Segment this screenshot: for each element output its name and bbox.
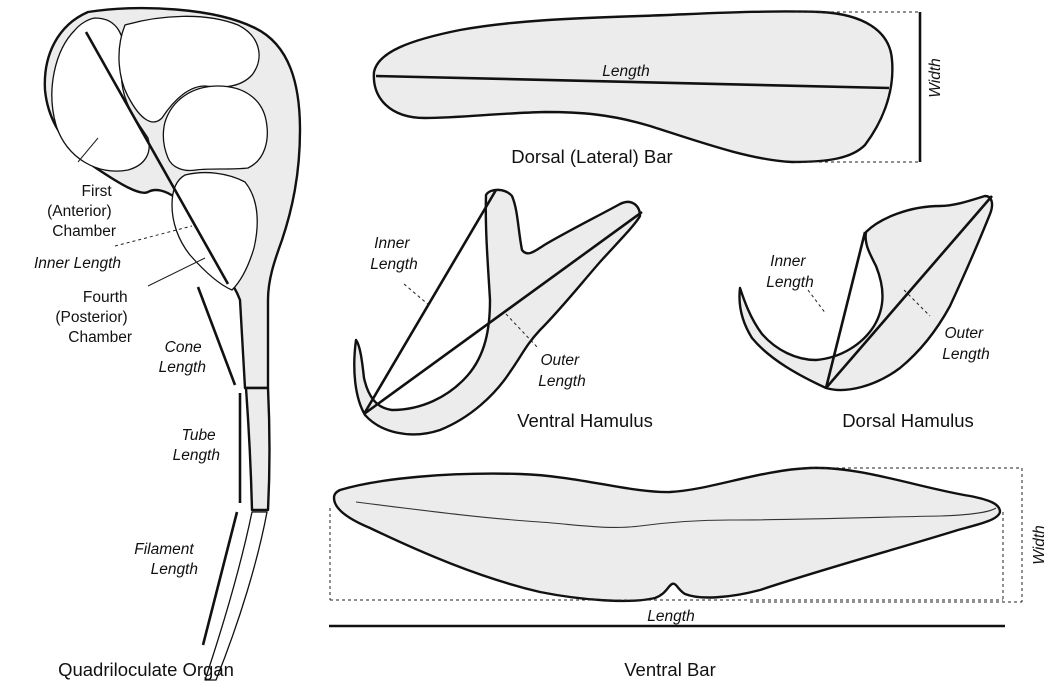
organ-tube — [246, 388, 270, 510]
dorsal-hamulus: Inner Length Outer Length Dorsal Hamulus — [740, 196, 993, 431]
quadriloculate-organ: First (Anterior) Chamber Inner Length Fo… — [34, 8, 300, 680]
ventral-hamulus: Inner Length Outer Length Ventral Hamulu… — [354, 190, 653, 435]
fourth-chamber-leader — [148, 258, 205, 286]
ventral-bar-caption: Ventral Bar — [624, 659, 716, 680]
ventral-bar-outline — [334, 468, 1000, 601]
ventral-hamulus-inner-leader — [404, 284, 430, 306]
first-chamber-label: First (Anterior) Chamber — [47, 183, 116, 240]
ventral-hamulus-caption: Ventral Hamulus — [517, 410, 653, 431]
dorsal-hamulus-outer-label: Outer Length — [942, 325, 989, 363]
inner-length-label: Inner Length — [34, 255, 121, 272]
ventral-hamulus-outer-label: Outer Length — [538, 352, 585, 390]
filament-length-label: Filament Length — [134, 541, 198, 578]
tube-length-label: Tube Length — [173, 427, 220, 464]
ventral-bar-length-label: Length — [647, 608, 694, 625]
ventral-bar: Length Width Ventral Bar — [329, 468, 1048, 680]
dorsal-hamulus-caption: Dorsal Hamulus — [842, 410, 974, 431]
ventral-hamulus-outline — [354, 190, 640, 435]
fourth-chamber — [172, 173, 257, 290]
dorsal-bar-width-label: Width — [927, 58, 944, 97]
dorsal-bar: Length Width Dorsal (Lateral) Bar — [374, 11, 944, 167]
dorsal-hamulus-inner-label: Inner Length — [766, 253, 813, 291]
dorsal-bar-caption: Dorsal (Lateral) Bar — [511, 146, 672, 167]
ventral-bar-width-label: Width — [1031, 525, 1048, 564]
fourth-chamber-label: Fourth (Posterior) Chamber — [55, 289, 132, 346]
quadriloculate-organ-caption: Quadriloculate Organ — [58, 659, 234, 680]
dorsal-hamulus-inner-leader — [808, 290, 826, 314]
dorsal-bar-length-label: Length — [602, 63, 649, 80]
cone-length-label: Cone Length — [159, 339, 206, 376]
ventral-hamulus-inner-label: Inner Length — [370, 235, 417, 273]
